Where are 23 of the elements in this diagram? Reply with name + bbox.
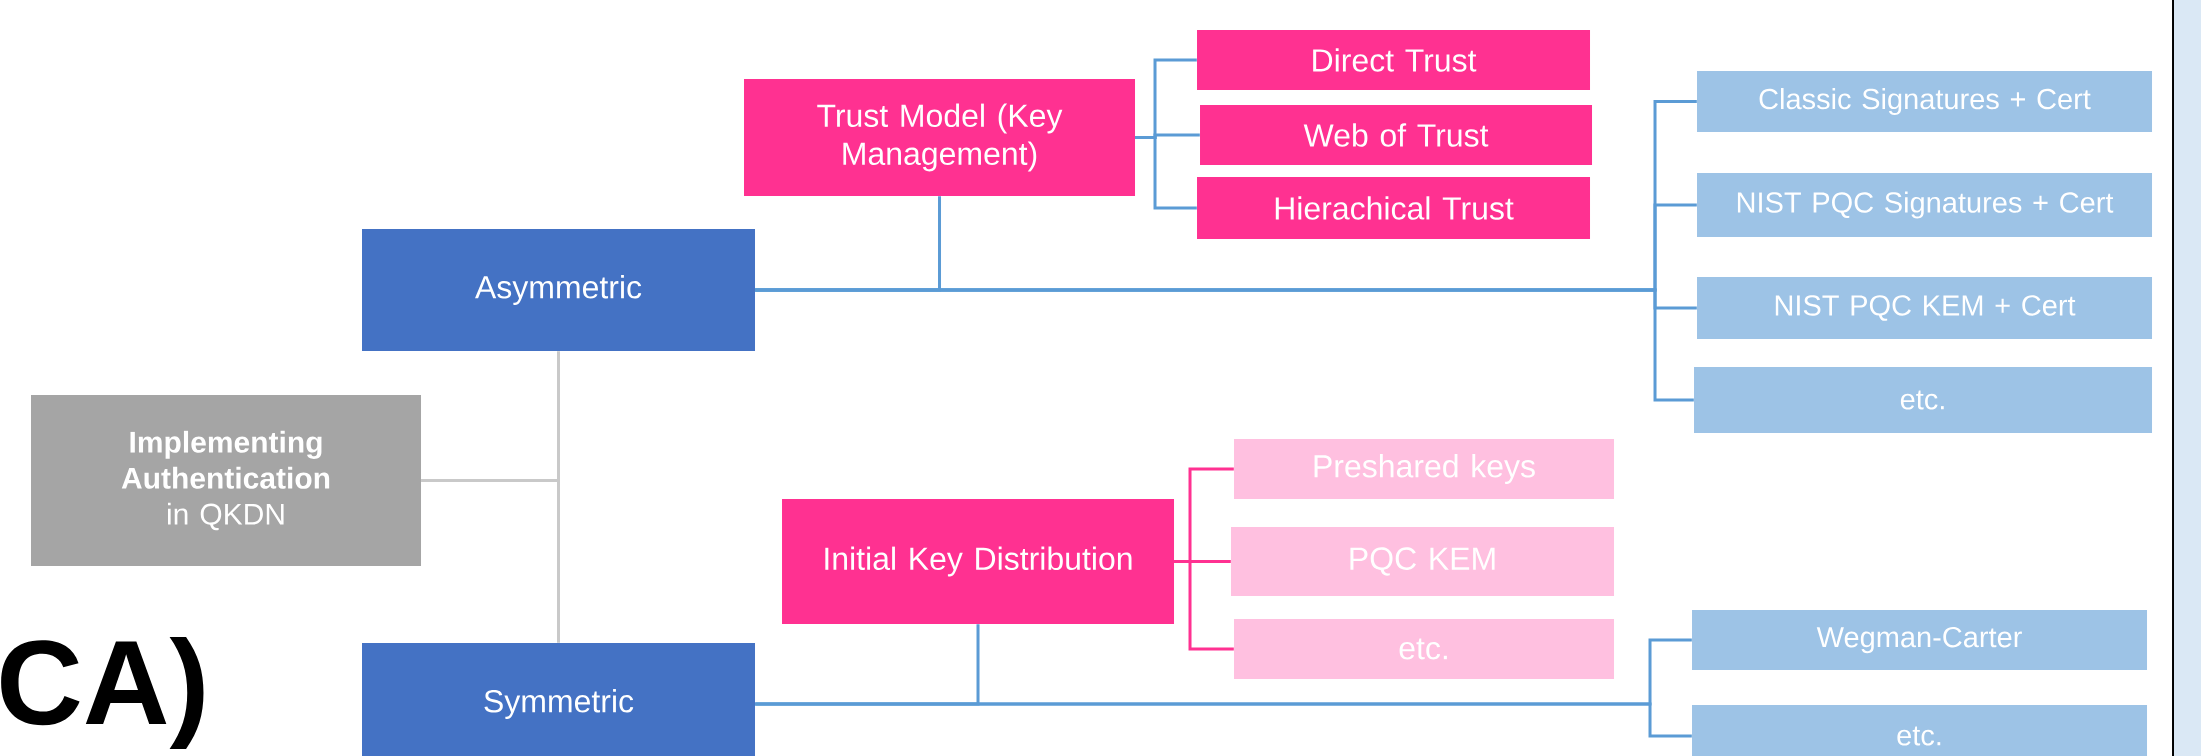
method-box: NIST PQC KEM + Cert (1697, 277, 2152, 339)
option-box: PQC KEM (1231, 527, 1614, 596)
option-box: Preshared keys (1234, 439, 1614, 499)
connector-line (1135, 136, 1197, 210)
option-box: Hierachical Trust (1197, 177, 1590, 239)
option-box: Direct Trust (1197, 30, 1590, 90)
option-box: etc. (1234, 619, 1614, 679)
method-box: NIST PQC Signatures + Cert (1697, 173, 2152, 237)
connector-line (755, 702, 1692, 738)
method-box: etc. (1694, 367, 2152, 433)
method-box: Wegman-Carter (1692, 610, 2147, 670)
category-box: Asymmetric (362, 229, 755, 351)
topic-box: Trust Model (Key Management) (744, 79, 1135, 196)
heading-fragment: CA) (1, 637, 204, 749)
method-box: Classic Signatures + Cert (1697, 71, 2152, 132)
root-box: Implementing Authentication in QKDN (31, 395, 421, 566)
topic-box: Initial Key Distribution (782, 499, 1174, 624)
connector-line (421, 479, 560, 643)
category-box: Symmetric (362, 643, 755, 756)
option-box: Web of Trust (1200, 105, 1592, 165)
method-box: etc. (1692, 705, 2147, 756)
connector-line (1174, 560, 1234, 651)
connector-line (755, 288, 1694, 402)
